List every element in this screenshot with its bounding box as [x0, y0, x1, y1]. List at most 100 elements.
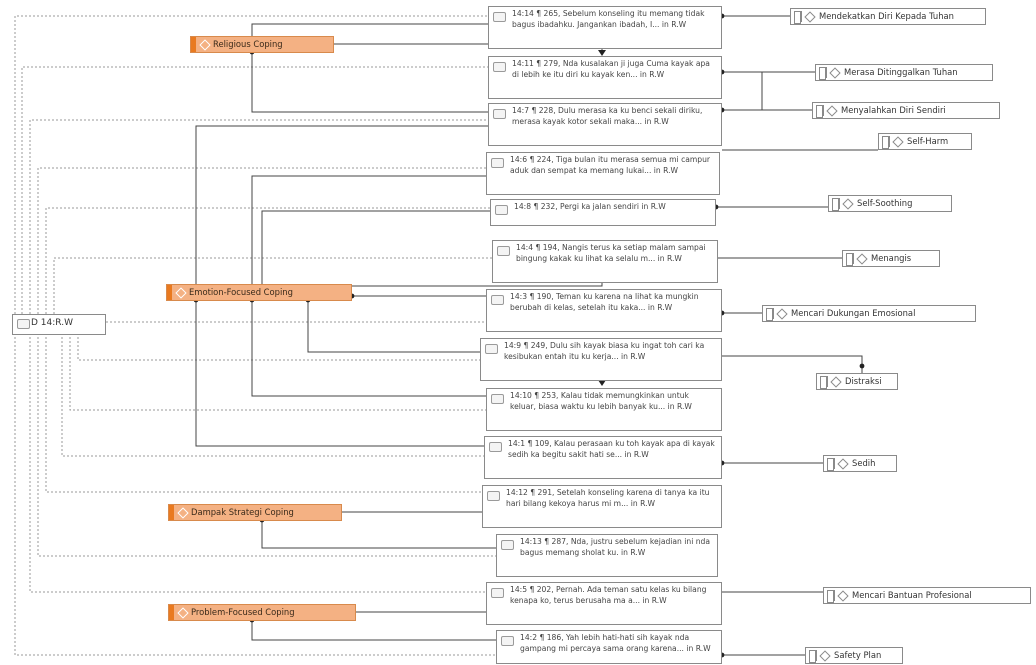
theme-accent-bar: [191, 37, 196, 52]
quotation-node[interactable]: 14:2 ¶ 186, Yah lebih hati-hati sih kaya…: [496, 630, 722, 664]
code-marker: [773, 308, 776, 319]
code-node[interactable]: Self-Soothing: [828, 195, 952, 212]
code-node[interactable]: Merasa Ditinggalkan Tuhan: [815, 64, 993, 81]
code-diamond-icon: [826, 105, 838, 117]
link-q2-c3: [761, 72, 812, 111]
quotation-node[interactable]: 14:12 ¶ 291, Setelah konseling karena di…: [482, 485, 722, 528]
quotation-icon: [493, 109, 506, 119]
code-marker: [801, 11, 804, 22]
quotation-text: 14:3 ¶ 190, Teman ku karena na lihat ka …: [510, 292, 699, 312]
theme-accent-bar: [169, 505, 174, 520]
code-node[interactable]: Mendekatkan Diri Kepada Tuhan: [790, 8, 986, 25]
code-marker: [794, 11, 801, 24]
link-problem-q14: [251, 620, 496, 641]
code-diamond-icon: [842, 198, 854, 210]
code-label: Menyalahkan Diri Sendiri: [841, 105, 946, 115]
code-node[interactable]: Distraksi: [816, 373, 898, 390]
code-label: Sedih: [852, 458, 876, 468]
theme-dampak-strategi-coping[interactable]: Dampak Strategi Coping: [168, 504, 342, 521]
code-label: Distraksi: [845, 376, 882, 386]
code-marker: [816, 650, 819, 661]
code-marker: [809, 650, 816, 663]
code-label: Self-Harm: [907, 136, 949, 146]
code-marker: [826, 67, 829, 78]
code-diamond-icon: [856, 253, 868, 265]
code-marker: [882, 136, 889, 149]
code-diamond-icon: [829, 67, 841, 79]
quotation-node[interactable]: 14:4 ¶ 194, Nangis terus ka setiap malam…: [492, 240, 718, 283]
quotation-icon: [491, 588, 504, 598]
quotation-text: 14:13 ¶ 287, Nda, justru sebelum kejadia…: [520, 537, 711, 557]
quotation-icon: [485, 344, 498, 354]
code-label: Merasa Ditinggalkan Tuhan: [844, 67, 958, 77]
link-emotion-q8: [307, 300, 480, 353]
doc-link-q5: [45, 207, 490, 314]
code-marker: [832, 198, 839, 211]
code-node[interactable]: Menangis: [842, 250, 940, 267]
theme-accent-bar: [169, 605, 174, 620]
link-emotion-q10: [195, 300, 484, 447]
document-icon: [17, 319, 30, 329]
code-node[interactable]: Sedih: [823, 455, 897, 472]
code-diamond-icon: [837, 590, 849, 602]
quotation-node[interactable]: 14:10 ¶ 253, Kalau tidak memungkinkan un…: [486, 388, 722, 431]
quotation-node[interactable]: 14:3 ¶ 190, Teman ku karena na lihat ka …: [486, 289, 722, 332]
link-emotion-q4: [251, 175, 486, 284]
quotation-text: 14:4 ¶ 194, Nangis terus ka setiap malam…: [516, 243, 706, 263]
link-emotion-q5: [261, 210, 490, 284]
quotation-node[interactable]: 14:5 ¶ 202, Pernah. Ada teman satu kelas…: [486, 582, 722, 625]
quotation-text: 14:2 ¶ 186, Yah lebih hati-hati sih kaya…: [520, 633, 711, 653]
code-node[interactable]: Menyalahkan Diri Sendiri: [812, 102, 1000, 119]
code-node[interactable]: Safety Plan: [805, 647, 903, 664]
theme-accent-bar: [167, 285, 172, 300]
document-node[interactable]: D 14:R.W: [12, 314, 106, 335]
code-marker: [827, 590, 834, 603]
theme-religious-coping[interactable]: Religious Coping: [190, 36, 334, 53]
doc-link-q2: [21, 66, 488, 314]
doc-link-q11: [45, 333, 482, 493]
code-label: Mendekatkan Diri Kepada Tuhan: [819, 11, 954, 21]
doc-link-q13: [29, 333, 486, 593]
code-diamond-icon: [837, 458, 849, 470]
quotation-node[interactable]: 14:14 ¶ 265, Sebelum konseling itu meman…: [488, 6, 722, 49]
document-label: D 14:R.W: [31, 318, 73, 328]
quotation-icon: [501, 540, 514, 550]
code-marker: [823, 105, 826, 116]
quotation-text: 14:9 ¶ 249, Dulu sih kayak biasa ku inga…: [504, 341, 705, 361]
quotation-node[interactable]: 14:1 ¶ 109, Kalau perasaan ku toh kayak …: [484, 436, 722, 479]
quotation-icon: [493, 62, 506, 72]
theme-problem-focused-coping[interactable]: Problem-Focused Coping: [168, 604, 356, 621]
link-religious-q3: [251, 52, 488, 113]
quotation-icon: [501, 636, 514, 646]
doc-link-q9: [69, 333, 486, 411]
code-marker: [853, 253, 856, 264]
doc-link-q12: [37, 333, 496, 557]
code-diamond-icon: [892, 136, 904, 148]
quotation-icon: [495, 205, 508, 215]
quotation-text: 14:1 ¶ 109, Kalau perasaan ku toh kayak …: [508, 439, 715, 459]
doc-link-q6: [53, 257, 492, 314]
quotation-text: 14:11 ¶ 279, Nda kusalakan ji juga Cuma …: [512, 59, 710, 79]
code-marker: [827, 458, 834, 471]
quotation-node[interactable]: 14:7 ¶ 228, Dulu merasa ka ku benci seka…: [488, 103, 722, 146]
quotation-icon: [487, 491, 500, 501]
quotation-node[interactable]: 14:9 ¶ 249, Dulu sih kayak biasa ku inga…: [480, 338, 722, 381]
quotation-text: 14:5 ¶ 202, Pernah. Ada teman satu kelas…: [510, 585, 707, 605]
quotation-text: 14:10 ¶ 253, Kalau tidak memungkinkan un…: [510, 391, 692, 411]
code-node[interactable]: Mencari Bantuan Profesional: [823, 587, 1031, 604]
code-node[interactable]: Mencari Dukungan Emosional: [762, 305, 976, 322]
code-diamond-icon: [830, 376, 842, 388]
quotation-node[interactable]: 14:8 ¶ 232, Pergi ka jalan sendiri in R.…: [490, 199, 716, 226]
quotation-node[interactable]: 14:13 ¶ 287, Nda, justru sebelum kejadia…: [496, 534, 718, 577]
code-node[interactable]: Self-Harm: [878, 133, 972, 150]
arrow-head: [598, 380, 606, 386]
quotation-node[interactable]: 14:11 ¶ 279, Nda kusalakan ji juga Cuma …: [488, 56, 722, 99]
quotation-node[interactable]: 14:6 ¶ 224, Tiga bulan itu merasa semua …: [486, 152, 720, 195]
code-marker: [834, 590, 837, 601]
doc-link-q1: [14, 15, 488, 314]
document-links: [14, 15, 496, 656]
link-emotion-q9: [251, 300, 486, 397]
theme-emotion-focused-coping[interactable]: Emotion-Focused Coping: [166, 284, 352, 301]
theme-label: Religious Coping: [213, 39, 283, 49]
